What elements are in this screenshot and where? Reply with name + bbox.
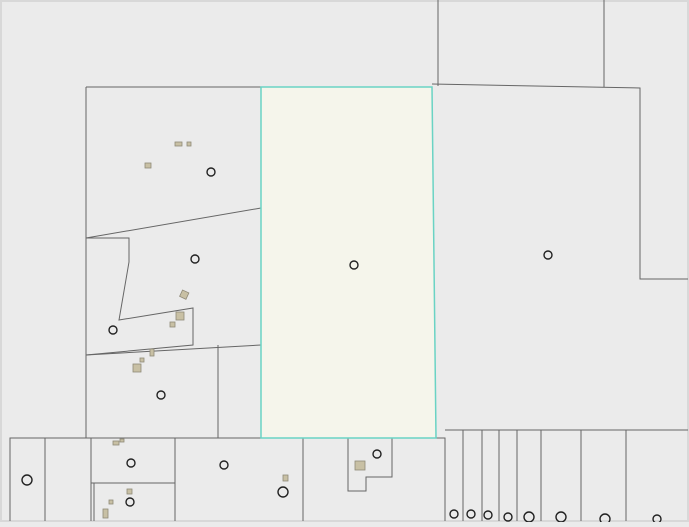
circle-marker-icon[interactable] — [449, 509, 459, 519]
building-footprint — [186, 141, 192, 147]
parcel-line — [93, 438, 176, 521]
circle-marker-icon[interactable] — [277, 486, 289, 498]
building-footprint — [119, 438, 125, 443]
circle-marker-icon[interactable] — [126, 458, 136, 468]
parcel-line — [347, 438, 393, 492]
circle-marker-icon[interactable] — [21, 474, 33, 486]
building-footprint — [144, 162, 152, 169]
parcel-line — [434, 437, 446, 521]
parcel-line — [85, 237, 194, 356]
building-footprint — [126, 488, 133, 495]
left-upper-block — [85, 86, 262, 439]
circle-marker-icon[interactable] — [206, 167, 216, 177]
parcel-line — [217, 345, 261, 439]
parcel-line — [85, 207, 262, 239]
building-footprint — [132, 363, 142, 373]
building-footprint — [174, 141, 183, 147]
selected-parcel[interactable] — [260, 86, 437, 439]
parcel-line — [85, 344, 262, 356]
circle-marker-icon[interactable] — [190, 254, 200, 264]
circle-marker-icon[interactable] — [503, 512, 513, 522]
circle-marker-icon[interactable] — [466, 509, 476, 519]
circle-marker-icon[interactable] — [156, 390, 166, 400]
right-upper-block — [431, 83, 688, 280]
building-footprint — [139, 357, 145, 363]
circle-marker-icon[interactable] — [349, 260, 359, 270]
parcel-line — [9, 437, 86, 521]
building-footprint — [179, 289, 190, 300]
circle-marker-icon[interactable] — [125, 497, 135, 507]
building-footprint — [169, 321, 176, 328]
building-footprint — [108, 499, 114, 505]
parcel-line — [261, 437, 304, 521]
building-footprint — [149, 348, 155, 357]
circle-marker-icon[interactable] — [543, 250, 553, 260]
building-footprint — [282, 474, 289, 482]
circle-marker-icon[interactable] — [219, 460, 229, 470]
circle-marker-icon[interactable] — [372, 449, 382, 459]
building-footprint — [102, 508, 109, 519]
building-footprint — [175, 311, 185, 321]
circle-marker-icon[interactable] — [483, 510, 493, 520]
buildings — [102, 141, 366, 519]
building-footprint — [354, 460, 366, 471]
circle-marker-icon[interactable] — [108, 325, 118, 335]
building-footprint — [112, 440, 120, 446]
parcel-markers[interactable] — [21, 167, 662, 525]
